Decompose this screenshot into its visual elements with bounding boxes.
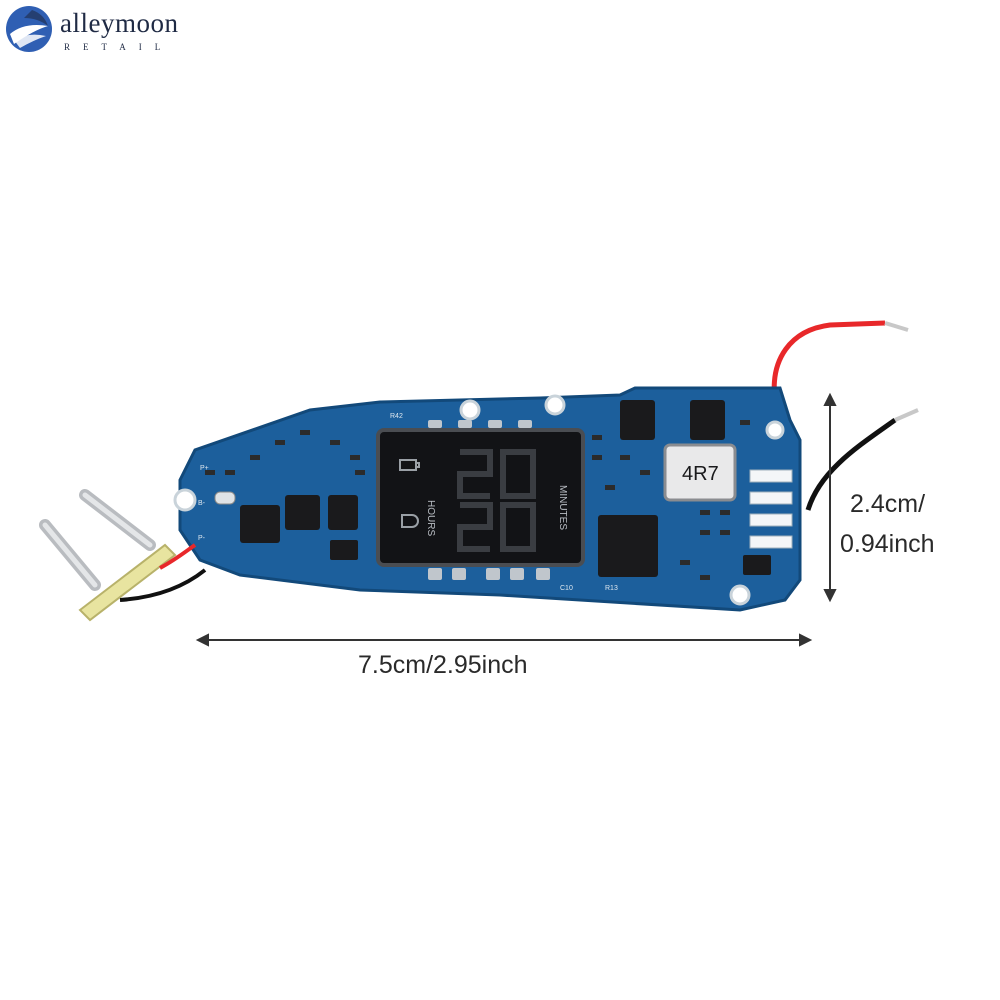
smd-components xyxy=(205,420,750,580)
inductor xyxy=(663,443,737,502)
charging-pins xyxy=(39,489,207,622)
length-dimension-label: 7.5cm/2.95inch xyxy=(358,651,528,679)
svg-text:C10: C10 xyxy=(560,585,573,592)
lcd-pins xyxy=(428,420,550,580)
black-wire xyxy=(805,417,897,511)
brand-name: alleymoon xyxy=(60,8,179,38)
display-label-hours: HOURS xyxy=(425,500,436,536)
display-label-minutes: MINUTES xyxy=(557,485,568,530)
battery-icon xyxy=(399,459,420,471)
ic-left-1 xyxy=(240,505,280,543)
ic-microcontroller xyxy=(598,515,658,577)
ic-mosfet-2 xyxy=(690,400,725,440)
dimension-horizontal xyxy=(195,633,813,647)
svg-text:R42: R42 xyxy=(390,413,403,420)
dimension-vertical xyxy=(823,392,837,603)
svg-text:B-: B- xyxy=(198,500,206,507)
height-dimension-label-1: 2.4cm/ xyxy=(850,490,926,518)
seven-segment-digits xyxy=(457,449,536,552)
led-indicators xyxy=(749,469,793,549)
red-wire xyxy=(771,320,886,401)
ic-left-2 xyxy=(285,495,320,530)
ic-mosfet-1 xyxy=(620,400,655,440)
ic-left-3 xyxy=(328,495,358,530)
moon-logo-icon xyxy=(6,6,52,52)
height-dimension-label-2: 0.94inch xyxy=(840,530,935,558)
brand-logo: alleymoon RETAIL xyxy=(4,4,204,60)
light-icon xyxy=(401,514,419,528)
brand-subtitle: RETAIL xyxy=(64,42,174,52)
svg-text:R13: R13 xyxy=(605,585,618,592)
svg-text:P+: P+ xyxy=(200,465,209,472)
inductor-marking: 4R7 xyxy=(682,463,719,485)
svg-text:P-: P- xyxy=(198,535,206,542)
